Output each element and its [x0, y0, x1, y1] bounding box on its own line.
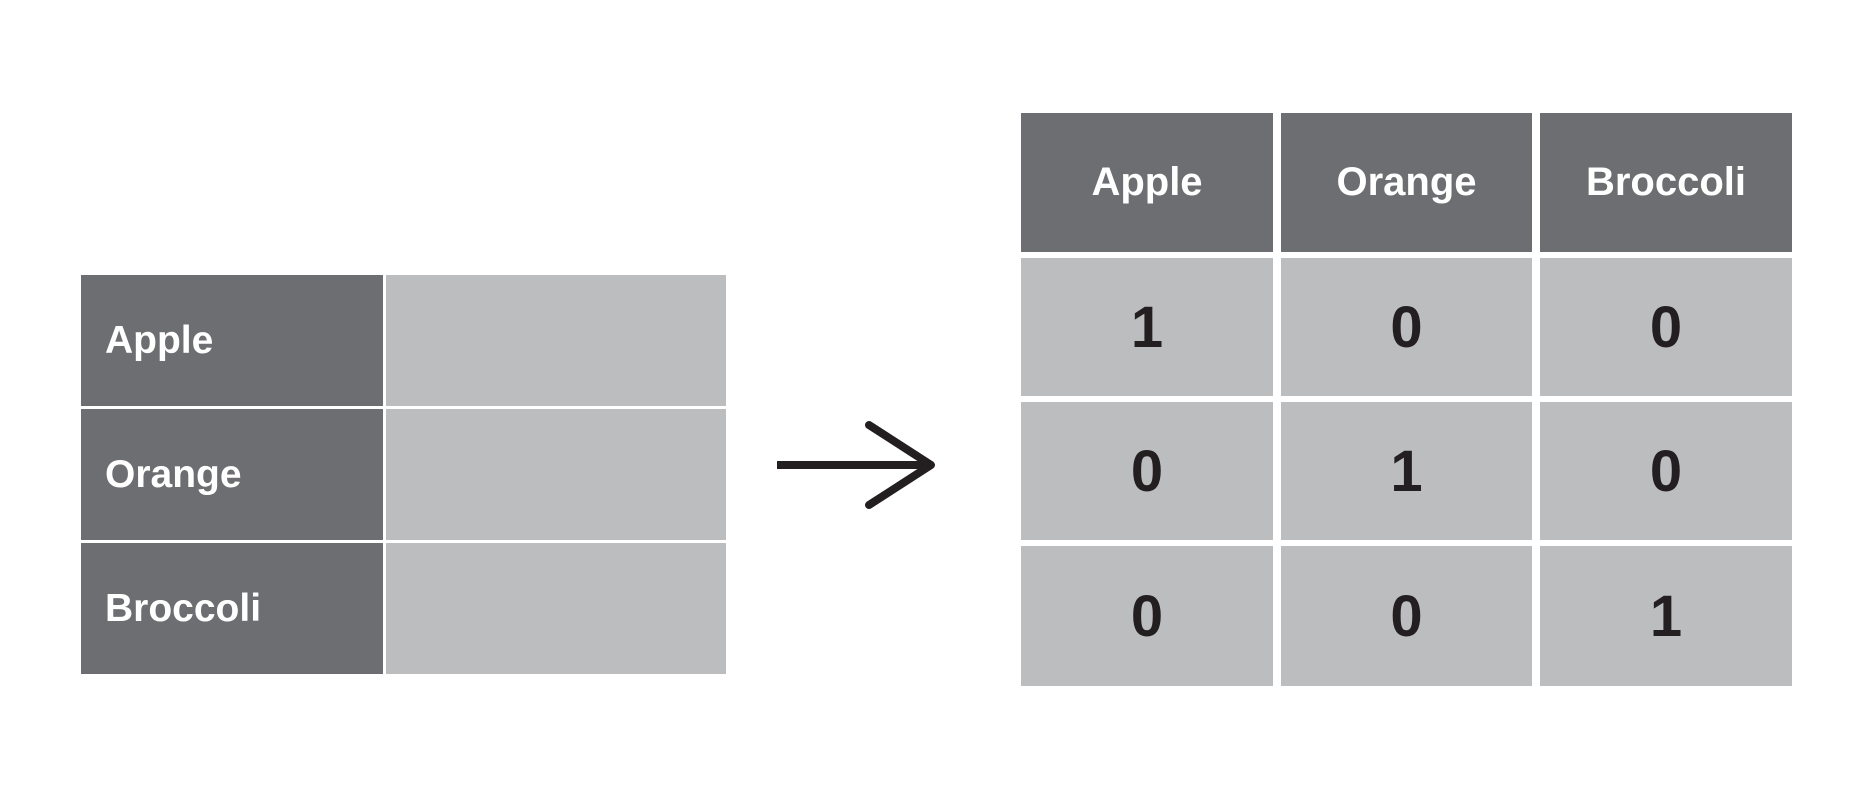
category-label-apple: Apple [81, 275, 383, 406]
table-cell: 0 [1540, 258, 1792, 396]
category-value-cell [386, 543, 726, 674]
right-arrow-icon [777, 421, 935, 509]
column-header-orange: Orange [1281, 113, 1532, 252]
category-value-cell [386, 275, 726, 406]
categorical-table: Apple Orange Broccoli [81, 275, 726, 674]
table-cell: 1 [1540, 546, 1792, 686]
table-cell: 1 [1281, 402, 1532, 540]
table-cell: 0 [1281, 546, 1532, 686]
category-value-cell [386, 409, 726, 540]
table-cell: 0 [1540, 402, 1792, 540]
table-cell: 0 [1281, 258, 1532, 396]
column-header-apple: Apple [1021, 113, 1273, 252]
category-label-broccoli: Broccoli [81, 543, 383, 674]
table-cell: 0 [1021, 546, 1273, 686]
category-label-orange: Orange [81, 409, 383, 540]
table-cell: 0 [1021, 402, 1273, 540]
one-hot-table: Apple Orange Broccoli 1 0 0 0 1 0 0 0 1 [1021, 113, 1792, 688]
column-header-broccoli: Broccoli [1540, 113, 1792, 252]
table-cell: 1 [1021, 258, 1273, 396]
